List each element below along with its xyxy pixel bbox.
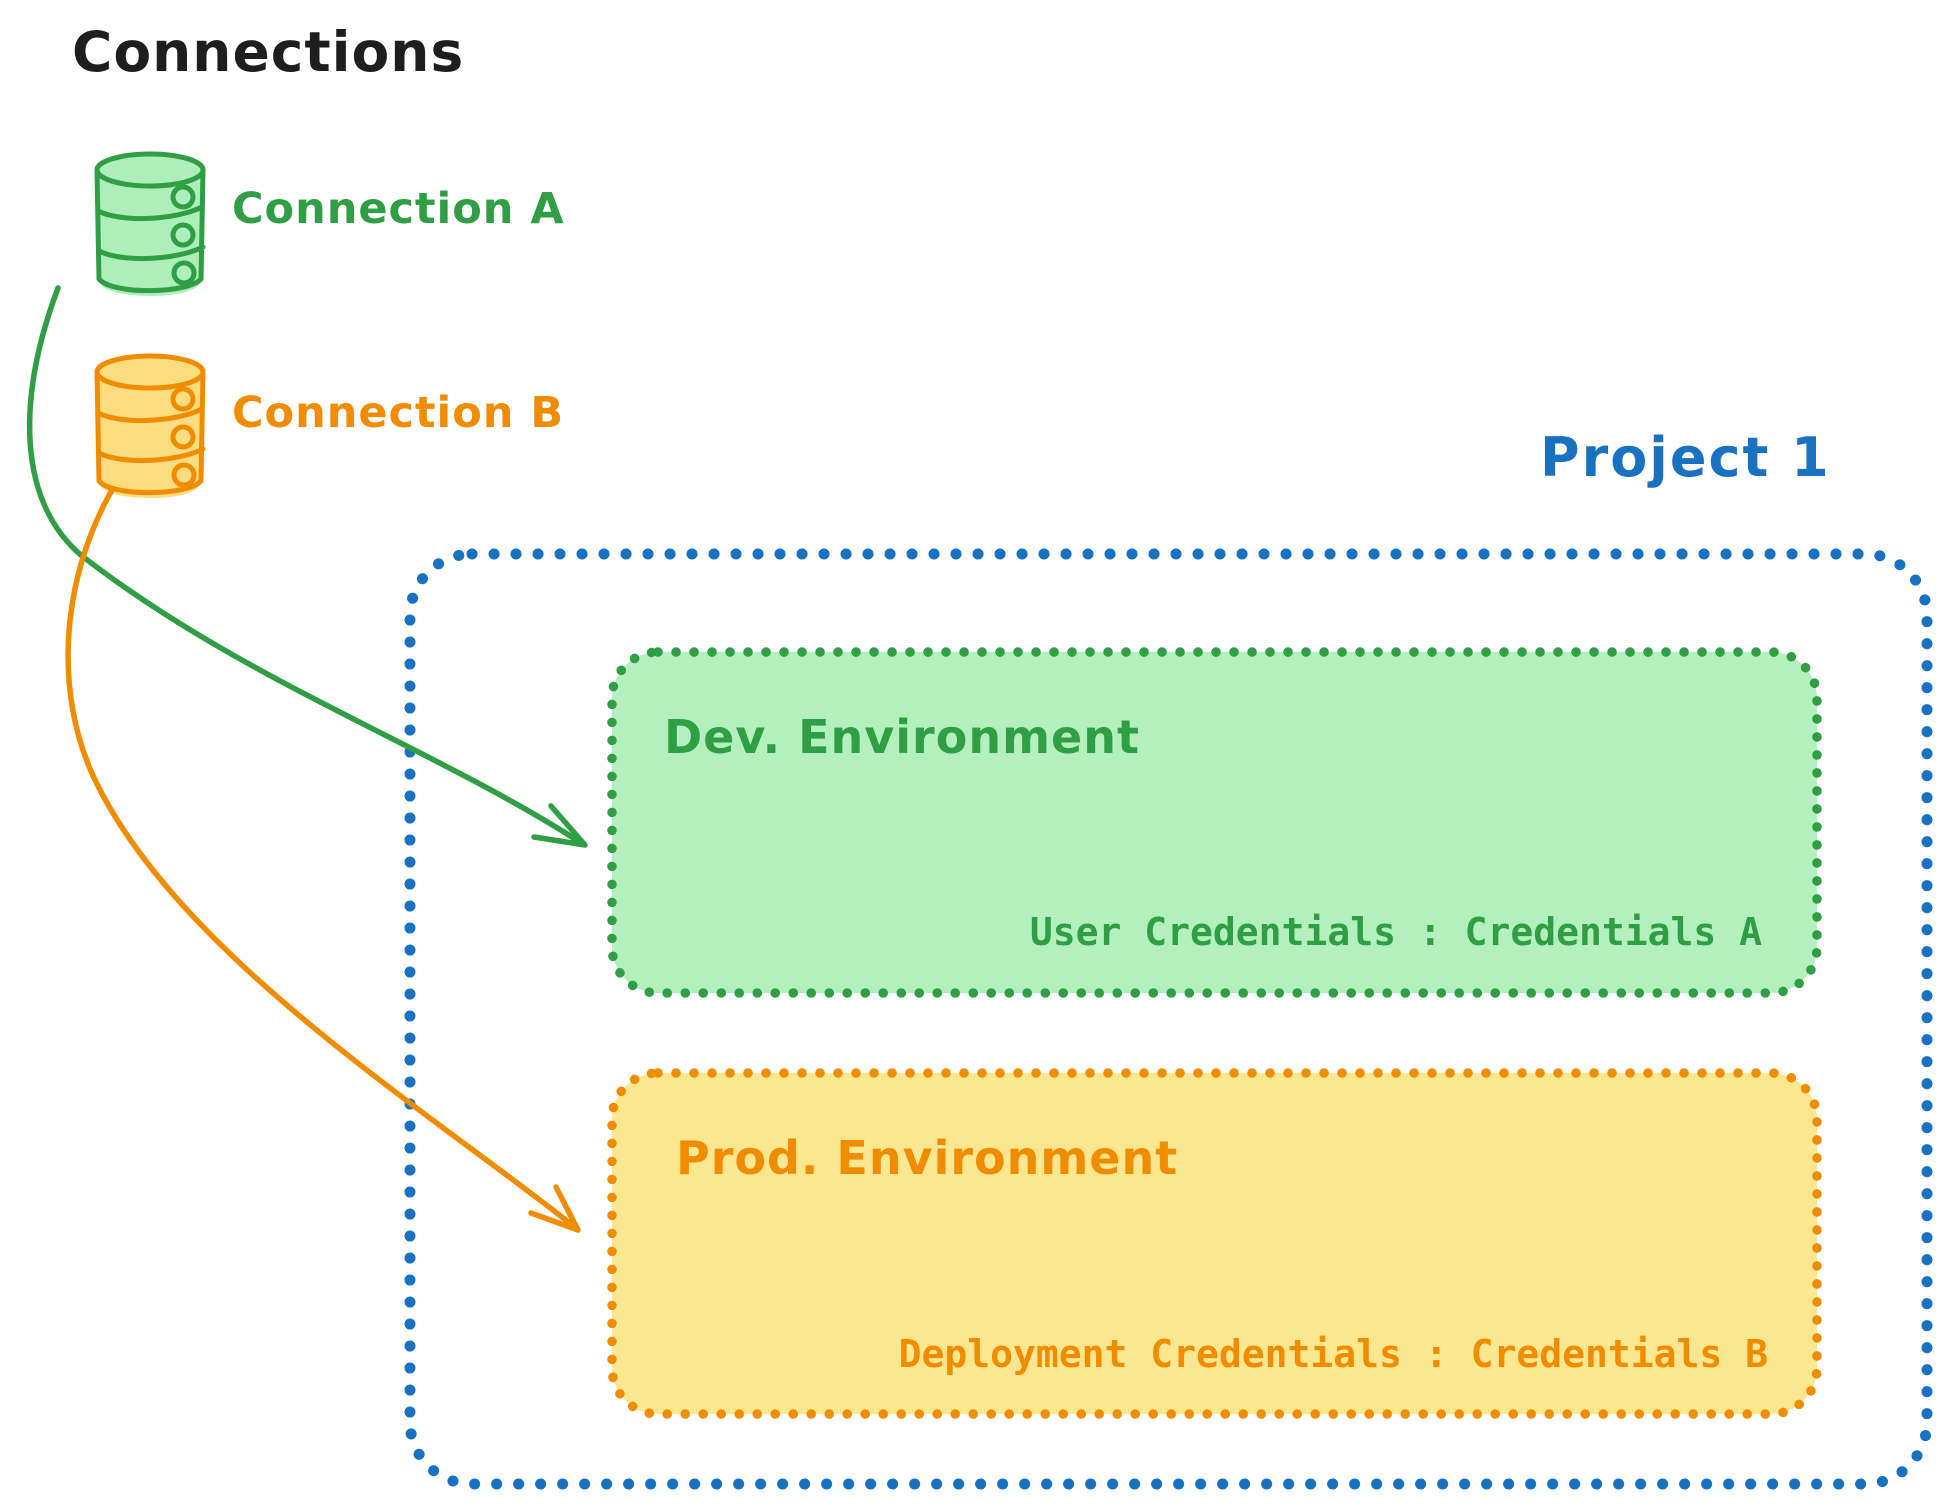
connection-b-label: Connection B [232,388,565,438]
prod-environment-box [607,1068,1822,1419]
dev-environment-box [607,647,1822,998]
prod-environment-credentials: Deployment Credentials : Credentials B [898,1332,1768,1376]
connection-a-label: Connection A [232,184,565,234]
prod-environment-title: Prod. Environment [676,1131,1179,1185]
dev-environment-credentials: User Credentials : Credentials A [1029,910,1762,954]
project-container-box [404,548,1933,1490]
arrowhead-icon [528,1184,581,1233]
connections-title: Connections [72,20,465,84]
project-title: Project 1 [1540,426,1831,489]
database-a-icon [94,151,206,296]
connection-b-arrow [65,487,581,1233]
dev-environment-title: Dev. Environment [664,710,1140,764]
connection-a-arrow [26,285,588,848]
arrowhead-icon [531,803,588,848]
database-b-icon [94,353,206,498]
